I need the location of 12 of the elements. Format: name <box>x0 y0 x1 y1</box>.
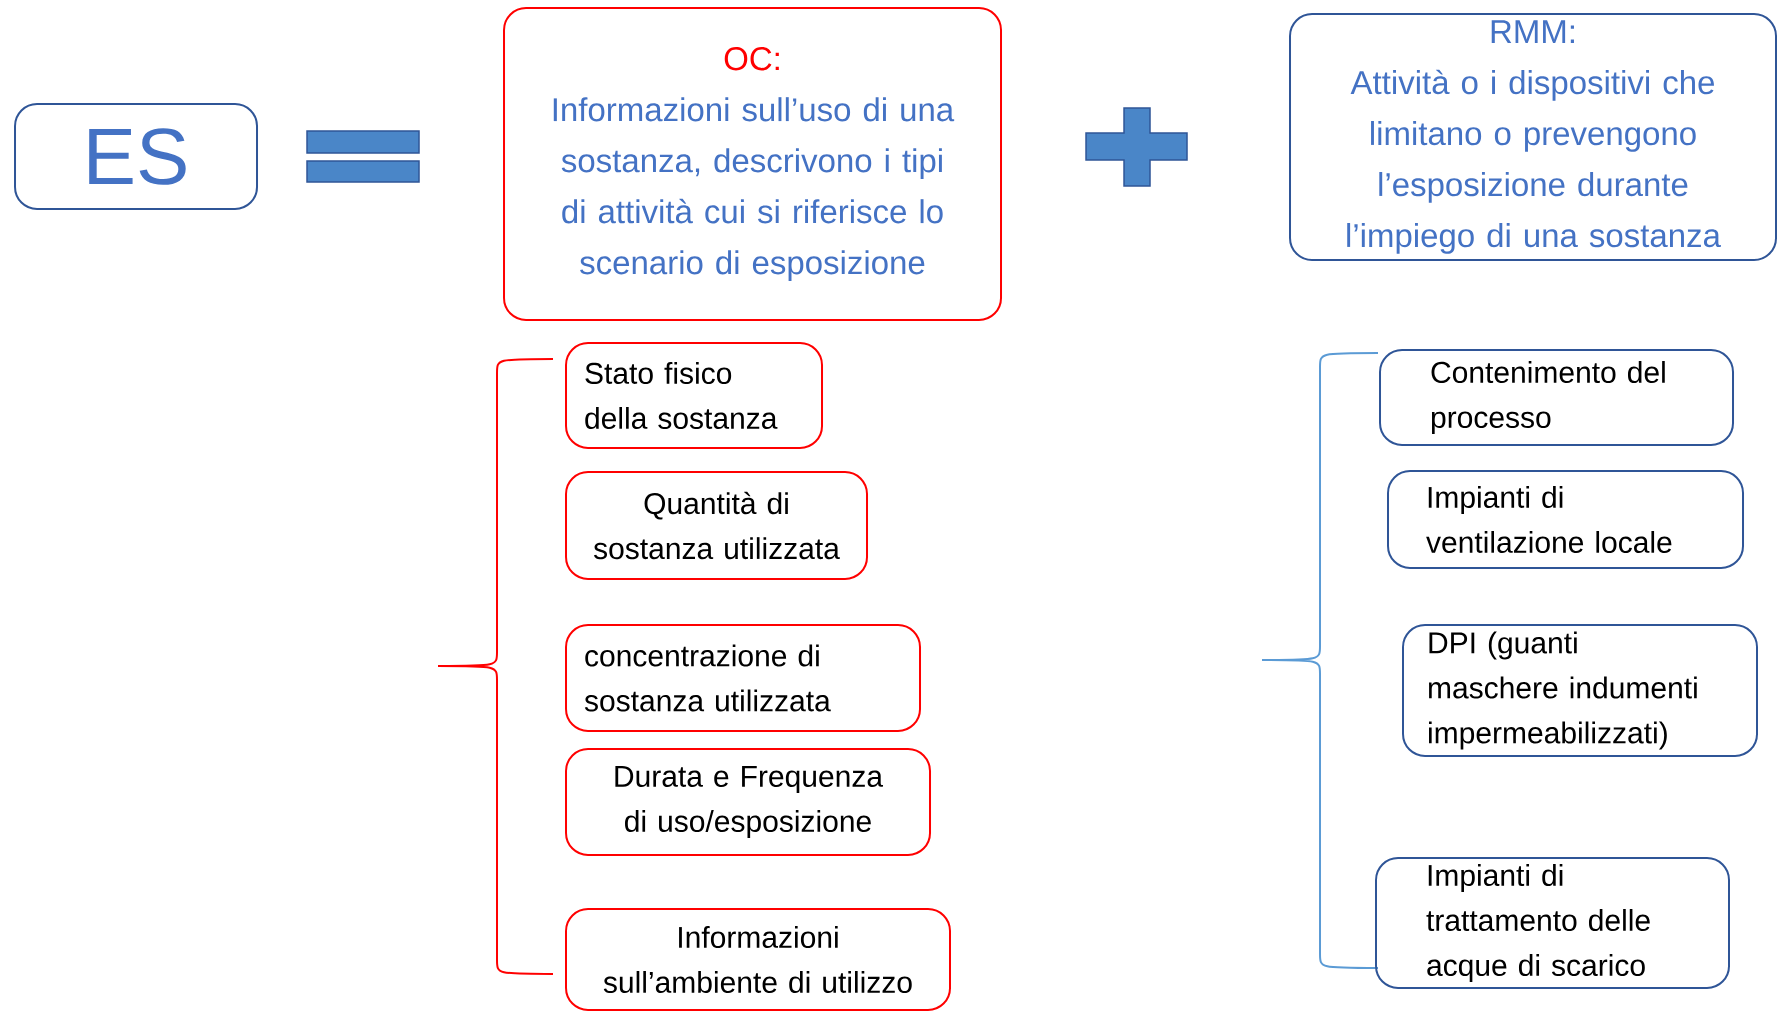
rmm-box: RMM: Attività o i dispositivi che limitano o prevengono l’esposizione durante l’impiego di una sostanza <box>1289 13 1777 261</box>
condition-box: Quantità di sostanza utilizzata <box>565 471 868 580</box>
measure-box: Impianti di trattamento delle acque di scarico <box>1375 857 1730 989</box>
measure-box: Impianti di ventilazione locale <box>1387 470 1744 569</box>
measure-box: DPI (guanti maschere indumenti impermeabilizzati) <box>1402 624 1758 757</box>
es-box: ES <box>14 103 258 210</box>
oc-box: OC: Informazioni sull’uso di una sostanza, descrivono i tipi di attività cui si riferisce lo scenario di esposizione <box>503 7 1002 321</box>
condition-box: Durata e Frequenza di uso/esposizione <box>565 748 931 856</box>
condition-box: Informazioni sull’ambiente di utilizzo <box>565 908 951 1011</box>
condition-box: concentrazione di sostanza utilizzata <box>565 624 921 732</box>
condition-box: Stato fisico della sostanza <box>565 342 823 449</box>
measure-box: Contenimento del processo <box>1379 349 1734 446</box>
